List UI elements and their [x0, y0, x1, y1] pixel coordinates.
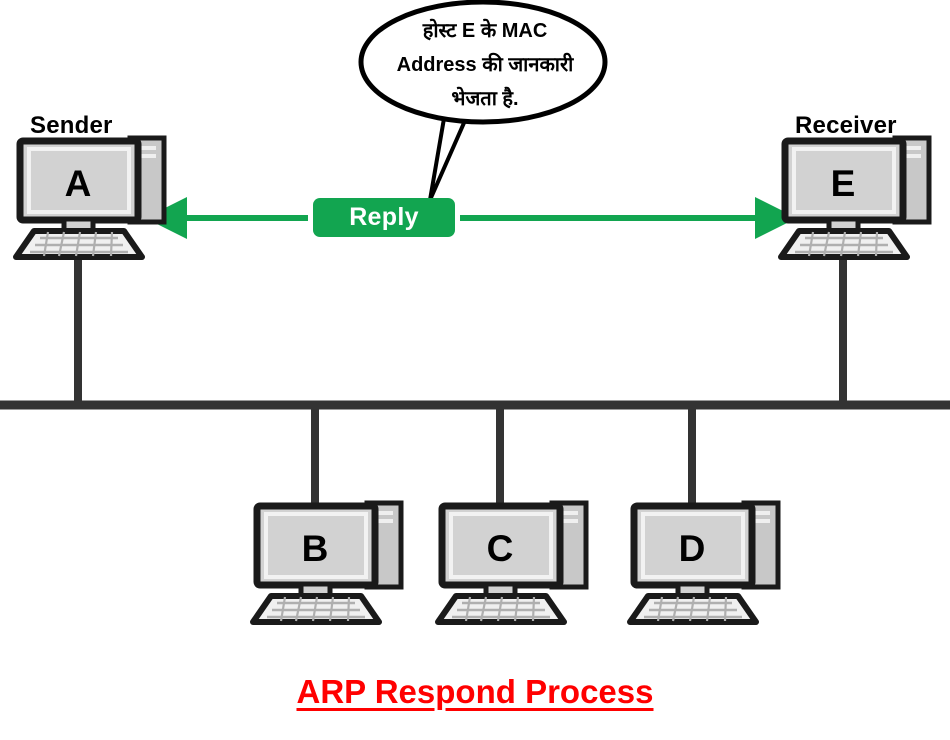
callout-line-1: होस्ट E के MAC [422, 20, 548, 42]
host-letter-a: A [64, 163, 92, 204]
callout-bubble [358, 0, 608, 125]
reply-message-chip[interactable]: Reply [313, 198, 455, 237]
host-letter-e: E [830, 163, 856, 204]
host-letter-d: D [678, 528, 706, 569]
callout-text: होस्ट E के MAC Address की जानकारी भेजता … [360, 16, 610, 116]
host-letter-c: C [486, 528, 514, 569]
callout-line-3: भेजता है. [451, 88, 519, 110]
callout-line-2: Address की जानकारी [396, 54, 574, 76]
diagram-title: ARP Respond Process [296, 673, 654, 710]
host-letter-b: B [301, 528, 329, 569]
sender-label: Sender [30, 112, 113, 139]
receiver-label: Receiver [795, 112, 897, 139]
